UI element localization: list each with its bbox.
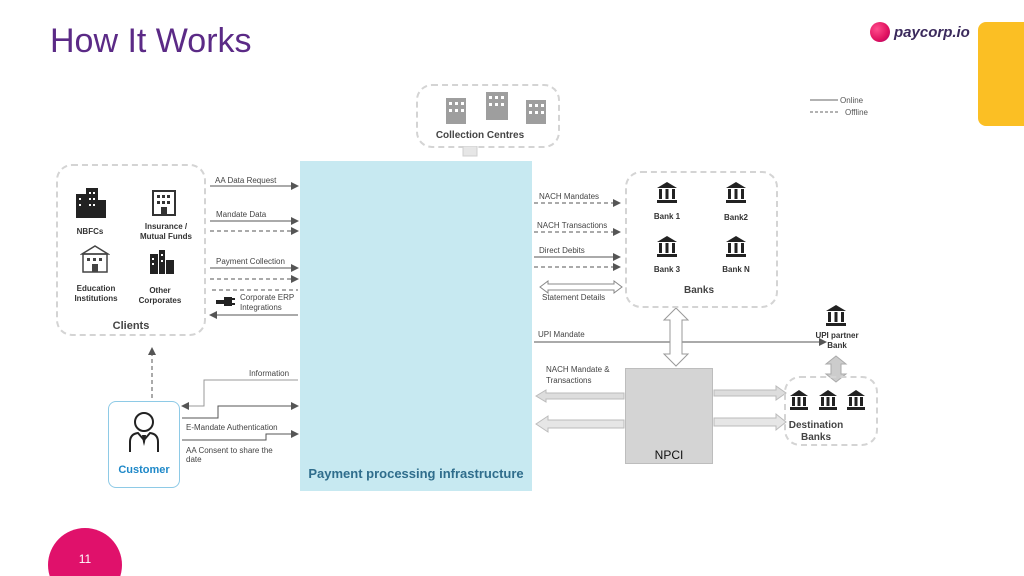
collection-centres-label: Collection Centres [435,130,525,141]
clients-label: Clients [112,320,150,332]
destination-banks-label: Destination Banks [788,420,844,443]
decorative-tab [978,22,1024,126]
flow-nach-transactions: NACH Transactions [537,221,608,230]
upi-bank-icon [826,305,846,326]
customer-person-icon [129,412,159,452]
payment-processing-infrastructure [300,161,532,491]
flow-nach-mandates: NACH Mandates [539,192,600,201]
collection-centres-box [416,84,560,148]
flow-direct-debits: Direct Debits [539,246,585,255]
page-title: How It Works [50,22,252,60]
npci-label: NPCI [654,448,684,462]
bank-icon [726,182,746,203]
bank-icon [726,236,746,257]
npci-box [625,368,713,464]
legend-lines [810,99,838,113]
bank-icon [657,182,677,203]
upi-partner-bank-label: UPI partner Bank [815,331,859,350]
corporates-factory-icon [150,250,174,274]
flow-payment-collection: Payment Collection [216,257,285,266]
legend-online: Online [840,96,864,105]
customer-box [108,401,180,488]
bank-icon [819,390,837,410]
client-education: Education Institutions [74,284,118,303]
collection-to-ppi-arrow [462,146,478,157]
bank-n-label: Bank N [722,265,750,274]
education-school-icon [80,245,110,273]
flow-statement-details: Statement Details [542,293,606,302]
logo-text: paycorp.io [894,23,970,41]
customer-label: Customer [118,464,170,476]
erp-plug-icon [216,297,235,306]
destination-banks-box [784,376,878,446]
bank-2-label: Bank2 [723,213,748,222]
clients-box [56,164,206,336]
bank-icon [790,390,808,410]
bank-icon [847,390,865,410]
flow-nach-mandate-transactions: NACH Mandate & Transactions [546,365,610,385]
collection-buildings-icon [446,92,546,124]
flow-upi-mandate: UPI Mandate [538,330,585,339]
flow-aa-data-request: AA Data Request [215,176,277,185]
banks-box [625,171,778,308]
client-corporates: Other Corporates [138,286,182,305]
bank-1-label: Bank 1 [653,212,681,221]
client-insurance: Insurance / Mutual Funds [140,222,192,241]
flow-corporate-erp: Corporate ERP Integrations [240,293,295,312]
bank-3-label: Bank 3 [653,265,681,274]
ppi-label: Payment processing infrastructure [308,466,524,481]
flow-e-mandate-auth: E-Mandate Authentication [186,423,278,432]
page-number: 11 [78,552,92,566]
flow-aa-consent: AA Consent to share the date [186,446,273,464]
legend-offline: Offline [845,108,868,117]
banks-label: Banks [683,285,714,296]
nbfc-building-icon [76,188,106,218]
insurance-office-icon [152,190,176,216]
logo-mark-icon [870,22,890,42]
flow-mandate-data: Mandate Data [216,210,267,219]
bank-icon [657,236,677,257]
brand-logo: paycorp.io [870,22,970,42]
flow-information: Information [249,369,290,378]
client-nbfcs: NBFCs [76,227,104,236]
